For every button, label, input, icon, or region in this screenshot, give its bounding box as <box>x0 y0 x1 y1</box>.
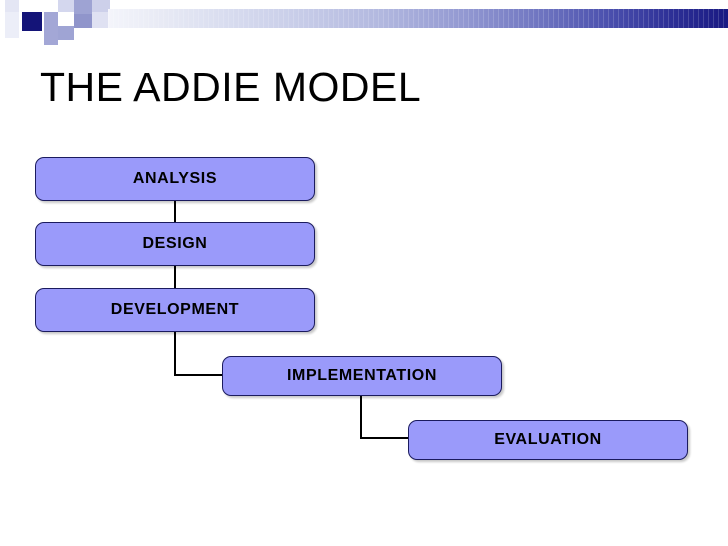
header-gradient-bar <box>108 9 728 28</box>
square-pale-2-icon <box>5 12 19 38</box>
process-box-analysis[interactable]: ANALYSIS <box>35 157 315 201</box>
connector-analysis-to-design <box>174 201 176 231</box>
process-box-evaluation[interactable]: EVALUATION <box>408 420 688 460</box>
square-medium-3-icon <box>58 26 74 40</box>
square-medium-2-icon <box>44 26 58 45</box>
square-light-1-icon <box>58 0 74 12</box>
connector-development-to-implementation-vertical <box>174 323 176 376</box>
page-title: THE ADDIE MODEL <box>40 64 422 110</box>
square-light-3-icon <box>92 12 110 28</box>
connector-implementation-to-evaluation-horizontal <box>360 437 412 439</box>
process-box-implementation[interactable]: IMPLEMENTATION <box>222 356 502 396</box>
process-box-design[interactable]: DESIGN <box>35 222 315 266</box>
connector-design-to-development <box>174 257 176 297</box>
square-medium-4-icon <box>74 0 92 14</box>
square-pale-1-icon <box>5 0 19 14</box>
process-box-development[interactable]: DEVELOPMENT <box>35 288 315 332</box>
connector-development-to-implementation-horizontal <box>174 374 226 376</box>
square-medium-5-icon <box>74 14 92 28</box>
connector-implementation-to-evaluation-vertical <box>360 390 362 439</box>
square-navy-icon <box>22 12 42 31</box>
square-light-2-icon <box>92 0 110 12</box>
square-medium-1-icon <box>44 12 58 26</box>
